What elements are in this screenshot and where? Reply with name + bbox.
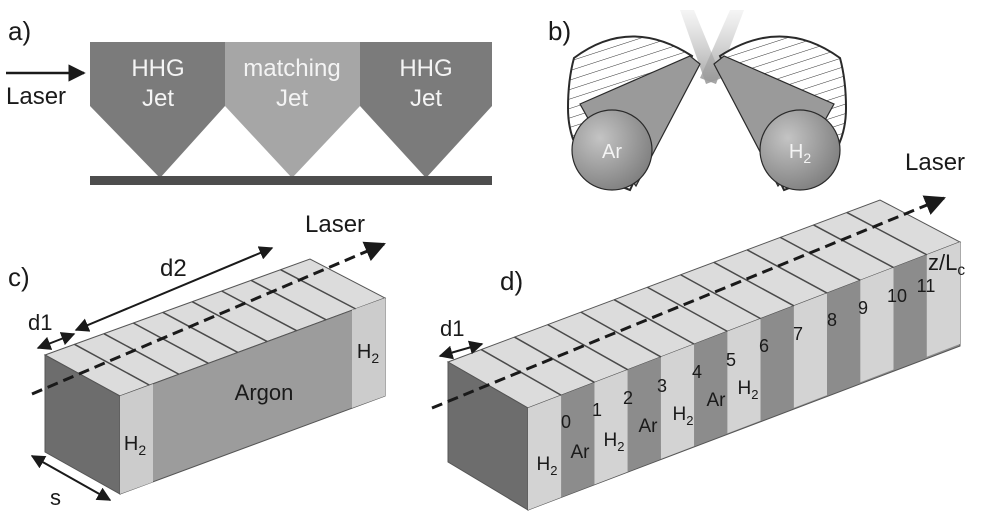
gas-label-6: H2 (738, 378, 759, 402)
strip-d-2 (594, 369, 628, 485)
partition-d-2 (514, 336, 595, 384)
strip-d-8 (793, 293, 828, 408)
gas-label-5: Ar (707, 390, 727, 411)
panel-b-letter: b) (548, 16, 571, 46)
partition-d-3 (547, 323, 629, 371)
panel-b: b) Ar H2 (548, 10, 848, 192)
index-2: 2 (623, 388, 633, 408)
laser-label-d: Laser (905, 149, 965, 176)
panel-c: c) Argon H2 H2 Laser d1 d2 s (8, 211, 387, 510)
index-4: 4 (692, 362, 702, 382)
strip-d-0 (528, 395, 562, 510)
gas-label-2: H2 (604, 430, 625, 454)
jet2-label-line2: Jet (276, 85, 308, 112)
hhg-jet-left (90, 42, 225, 178)
gas-label-4: H2 (673, 404, 694, 428)
strip-d-4 (660, 344, 695, 459)
box-d-partitions (480, 211, 928, 396)
partition-d-10 (779, 236, 861, 281)
axis-zlc-label: z/Lc (928, 250, 965, 279)
d1-label-d: d1 (440, 316, 464, 341)
index-3: 3 (657, 376, 667, 396)
strip-d-9 (827, 280, 861, 396)
panel-d: d) 0 1 2 3 4 5 6 7 8 9 10 11 H2 Ar H2 Ar… (431, 149, 965, 511)
strip-d-11 (893, 254, 927, 370)
partition-d-1 (480, 348, 562, 396)
index-10: 10 (887, 286, 907, 306)
jet2-label-line1: matching (243, 55, 340, 82)
hhg-jet-right (360, 42, 492, 178)
partition-d-5 (613, 299, 695, 345)
index-11: 11 (917, 276, 936, 296)
matching-jet (225, 42, 360, 178)
index-0: 0 (561, 412, 571, 432)
partition-d-4 (580, 311, 662, 358)
partition-c-8 (280, 269, 356, 310)
laser-label-a: Laser (6, 83, 66, 110)
s-label-c: s (50, 485, 61, 510)
index-9: 9 (858, 298, 868, 318)
index-5: 5 (726, 350, 736, 370)
partition-d-7 (680, 274, 761, 320)
strip-d-10 (860, 267, 894, 383)
panel-a-letter: a) (8, 16, 31, 46)
laser-path-d (431, 195, 946, 410)
partition-c-1 (74, 343, 150, 386)
d2-label-c: d2 (160, 255, 187, 282)
box-c-h2-near (120, 384, 153, 494)
partition-d-6 (647, 286, 728, 333)
gas-label-3: Ar (639, 416, 659, 437)
partition-d-11 (813, 224, 894, 269)
gas-h2-label: H2 (789, 141, 811, 166)
index-8: 8 (827, 310, 837, 330)
gas-label-0: H2 (537, 454, 558, 478)
index-1: 1 (592, 400, 602, 420)
beam-right (700, 10, 744, 84)
panel-a: a) HHG Jet matching Jet HHG Jet Laser (6, 16, 492, 185)
strip-d-1 (561, 382, 595, 498)
box-d-strips (528, 242, 960, 510)
panel-c-letter: c) (8, 262, 30, 292)
strip-d-7 (760, 305, 794, 421)
gas-ar-label: Ar (602, 141, 622, 163)
partition-d-12 (846, 211, 928, 256)
index-7: 7 (793, 324, 803, 344)
laser-label-c: Laser (305, 211, 365, 238)
index-6: 6 (759, 336, 769, 356)
strip-d-6 (727, 318, 761, 434)
jet1-label-line2: Jet (142, 85, 174, 112)
partition-d-8 (713, 261, 795, 307)
jet3-label-line2: Jet (410, 85, 442, 112)
nozzle-right (713, 35, 848, 192)
h2-label-c-far: H2 (357, 341, 379, 366)
box-c-h2-far (352, 298, 385, 408)
jet1-label-line1: HHG (131, 55, 184, 82)
jet-base-bar (90, 176, 492, 185)
d1-label-c: d1 (28, 310, 52, 335)
h2-label-c-near: H2 (124, 433, 146, 458)
d1-arrow-c (36, 332, 76, 350)
argon-label: Argon (235, 380, 294, 405)
s-arrow-c (30, 455, 112, 501)
d2-arrow-c (74, 246, 274, 332)
nozzle-left (566, 35, 701, 192)
d1-arrow-d (438, 340, 484, 360)
jet3-label-line1: HHG (399, 55, 452, 82)
strip-d-5 (694, 331, 728, 447)
gas-label-1: Ar (571, 442, 591, 463)
partition-d-9 (746, 249, 828, 294)
partition-c-2 (103, 333, 180, 375)
strip-d-12 (926, 242, 960, 357)
strip-d-3 (627, 356, 661, 472)
panel-d-letter: d) (500, 266, 523, 296)
